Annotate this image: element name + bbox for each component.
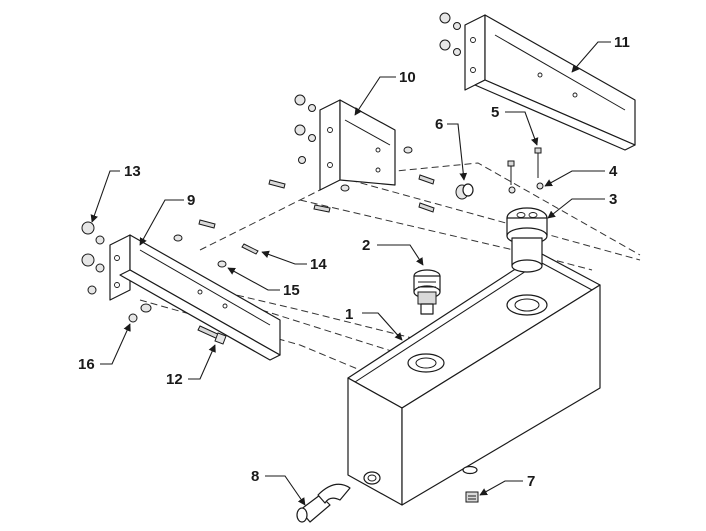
callout-11: 11 bbox=[614, 34, 630, 51]
callout-2: 2 bbox=[362, 237, 370, 254]
callout-13: 13 bbox=[124, 163, 141, 180]
part-1-tank bbox=[347, 252, 601, 506]
callout-labels: 1 2 3 4 5 6 7 8 9 10 11 12 13 14 15 16 bbox=[78, 34, 630, 490]
leader-lines bbox=[90, 41, 611, 506]
part-14-screw bbox=[241, 243, 259, 255]
callout-12: 12 bbox=[166, 371, 183, 388]
callout-14: 14 bbox=[310, 256, 327, 273]
callout-9: 9 bbox=[187, 192, 195, 209]
callout-16: 16 bbox=[78, 356, 95, 373]
part-12-bolt bbox=[197, 325, 227, 345]
part-15-washer bbox=[217, 260, 227, 268]
part-5-screws bbox=[507, 147, 542, 185]
part-10-mid-bracket bbox=[319, 99, 396, 191]
part-13-nuts bbox=[81, 12, 461, 295]
callout-1: 1 bbox=[345, 306, 353, 323]
part-4-washers bbox=[508, 182, 544, 194]
callout-4: 4 bbox=[609, 163, 618, 180]
part-6-sight-gauge bbox=[455, 183, 474, 200]
callout-8: 8 bbox=[251, 468, 259, 485]
part-2-breather-cap bbox=[413, 269, 441, 315]
part-7-drain-plug bbox=[465, 491, 479, 503]
callout-5: 5 bbox=[491, 104, 499, 121]
callout-7: 7 bbox=[527, 473, 535, 490]
callout-3: 3 bbox=[609, 191, 617, 208]
part-8-elbow-fitting bbox=[296, 483, 351, 523]
loose-bolts bbox=[173, 146, 435, 242]
part-11-right-bracket bbox=[464, 14, 636, 151]
callout-10: 10 bbox=[399, 69, 416, 86]
callout-6: 6 bbox=[435, 116, 443, 133]
callout-15: 15 bbox=[283, 282, 300, 299]
part-3-return-filter bbox=[506, 207, 548, 273]
part-16-nut-washer bbox=[128, 303, 152, 323]
part-9-left-bracket bbox=[109, 234, 281, 361]
